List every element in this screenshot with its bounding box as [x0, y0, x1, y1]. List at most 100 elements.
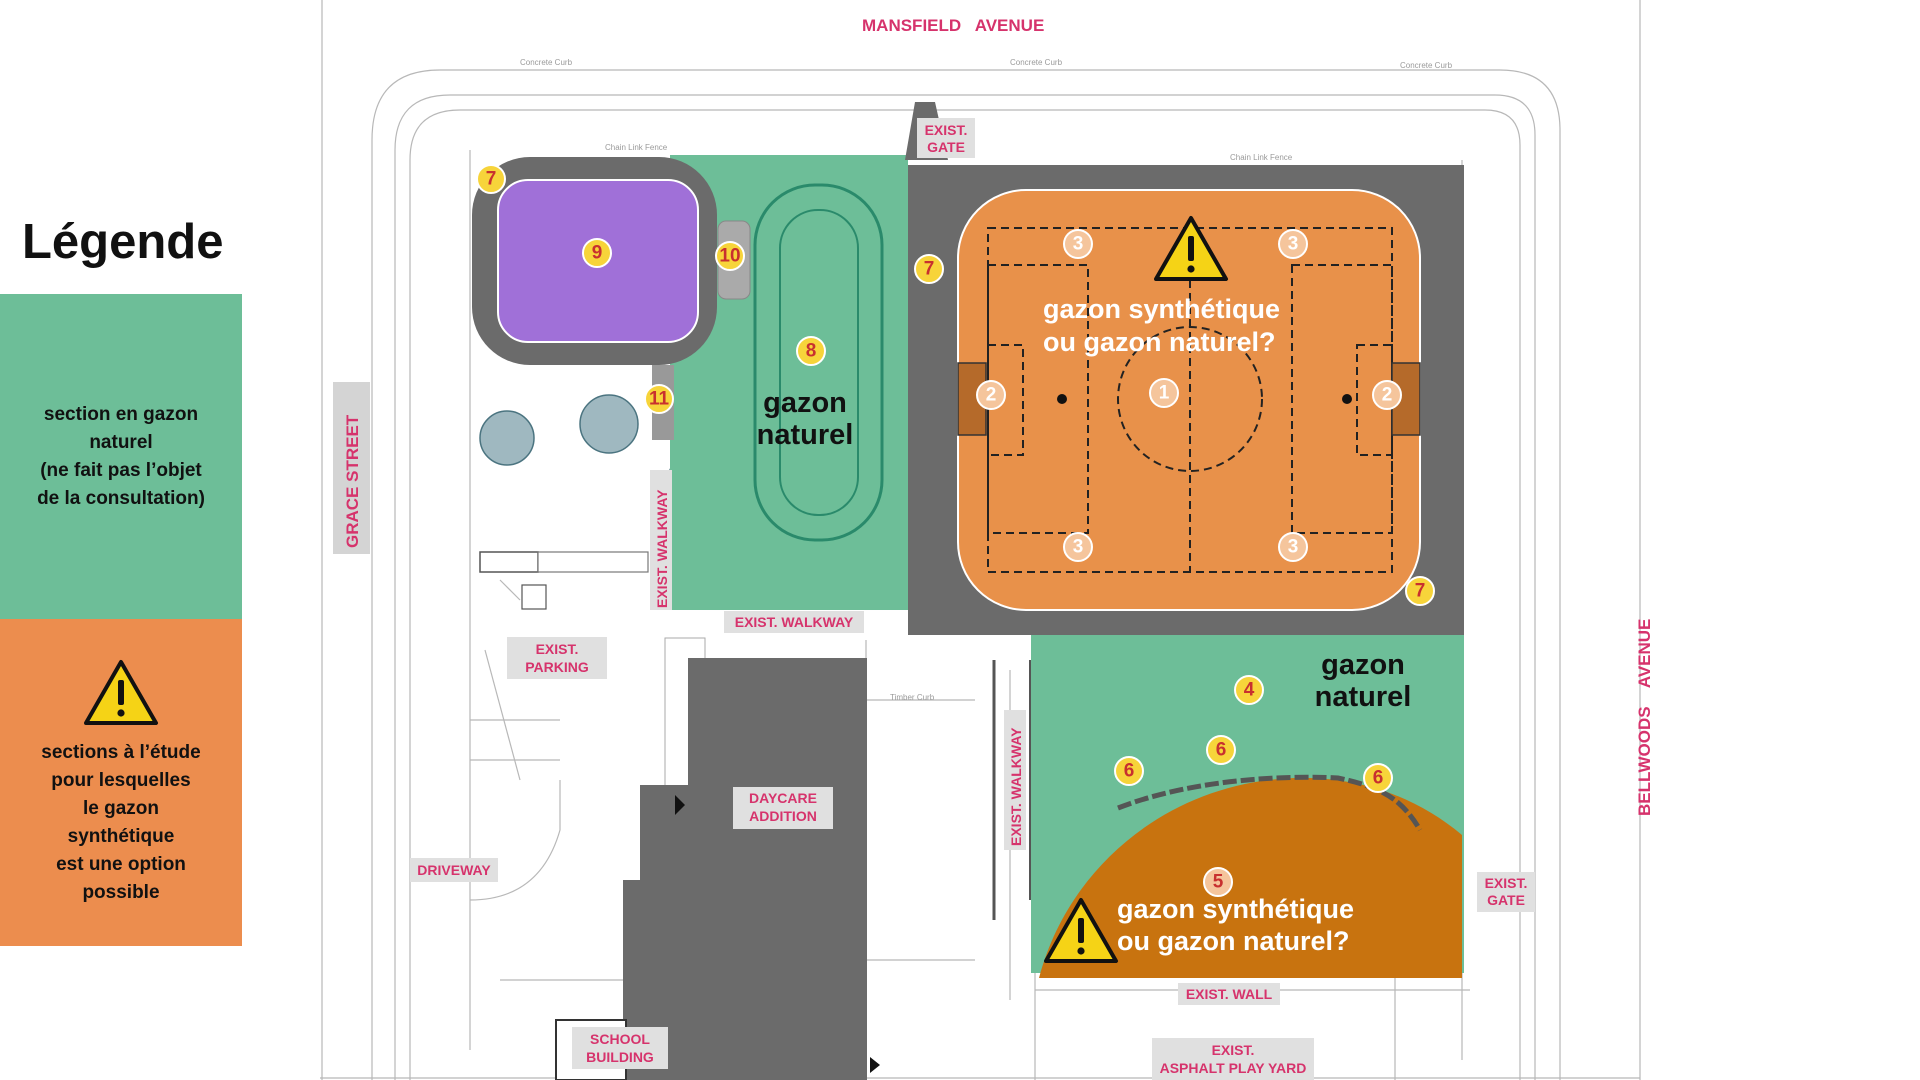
svg-text:7: 7: [924, 259, 935, 280]
ball-question-line2: ou gazon naturel?: [1117, 926, 1350, 956]
svg-text:EXIST.: EXIST.: [536, 641, 579, 657]
marker-2: 2: [1372, 380, 1402, 410]
svg-text:EXIST. WALL: EXIST. WALL: [1186, 986, 1273, 1002]
sign-school: SCHOOL BUILDING: [572, 1027, 668, 1069]
marker-7: 7: [914, 254, 944, 284]
legend-natural-label: section en gazon naturel (ne fait pas l’…: [37, 403, 205, 509]
svg-text:6: 6: [1373, 768, 1384, 789]
asphalt-field-corner: [908, 610, 1031, 635]
penalty-spot-west: [1057, 394, 1067, 404]
parking-hatch: [479, 551, 539, 573]
svg-text:ADDITION: ADDITION: [749, 808, 817, 824]
parking-bar: [537, 551, 649, 573]
svg-text:PARKING: PARKING: [525, 659, 589, 675]
svg-text:EXIST.: EXIST.: [1485, 875, 1528, 891]
warning-icon: [84, 659, 158, 725]
svg-text:EXIST. WALKWAY: EXIST. WALKWAY: [735, 614, 854, 630]
marker-1: 1: [1149, 378, 1179, 408]
marker-6: 6: [1206, 735, 1236, 765]
sign-exist-walkway-mid: EXIST. WALKWAY: [1004, 710, 1026, 850]
svg-text:EXIST. WALKWAY: EXIST. WALKWAY: [654, 489, 670, 608]
svg-text:7: 7: [486, 169, 497, 190]
svg-text:2: 2: [986, 385, 997, 406]
marker-7: 7: [1405, 576, 1435, 606]
natural-turf-label-1-line1: gazon: [763, 387, 847, 419]
sign-exist-walkway-horizontal: EXIST. WALKWAY: [724, 611, 864, 633]
marker-7: 7: [476, 164, 506, 194]
marker-3: 3: [1063, 532, 1093, 562]
marker-3: 3: [1063, 229, 1093, 259]
svg-text:11: 11: [649, 389, 670, 410]
legend-title: Légende: [22, 215, 224, 269]
sign-driveway: DRIVEWAY: [410, 858, 498, 882]
svg-text:Chain Link Fence: Chain Link Fence: [605, 143, 668, 152]
svg-text:GATE: GATE: [1487, 892, 1525, 908]
svg-text:Concrete Curb: Concrete Curb: [520, 58, 573, 67]
svg-text:EXIST.: EXIST.: [1212, 1042, 1255, 1058]
svg-text:5: 5: [1213, 872, 1224, 893]
svg-text:3: 3: [1288, 537, 1299, 558]
svg-text:ASPHALT PLAY YARD: ASPHALT PLAY YARD: [1160, 1060, 1307, 1076]
svg-text:6: 6: [1124, 761, 1135, 782]
marker-8: 8: [796, 336, 826, 366]
field-question-line2: ou gazon naturel?: [1043, 327, 1276, 357]
street-west-plate: [333, 382, 370, 554]
svg-text:Chain Link Fence: Chain Link Fence: [1230, 153, 1293, 162]
svg-text:3: 3: [1073, 537, 1084, 558]
svg-text:10: 10: [719, 246, 740, 267]
marker-3: 3: [1278, 229, 1308, 259]
sign-exist-walkway-left: EXIST. WALKWAY: [650, 470, 672, 610]
marker-11: 11: [644, 384, 674, 414]
natural-turf-label-2-line2: naturel: [1315, 681, 1412, 713]
svg-text:EXIST. WALKWAY: EXIST. WALKWAY: [1008, 727, 1024, 846]
sign-exist-wall: EXIST. WALL: [1178, 983, 1280, 1005]
legend-natural-turf: section en gazon naturel (ne fait pas l’…: [0, 294, 242, 619]
marker-6: 6: [1363, 763, 1393, 793]
legend-study-label: sections à l’étude pour lesquelles le ga…: [41, 741, 201, 903]
legend-study-sections: sections à l’étude pour lesquelles le ga…: [0, 619, 242, 946]
svg-text:2: 2: [1382, 385, 1393, 406]
svg-text:6: 6: [1216, 740, 1227, 761]
svg-text:BUILDING: BUILDING: [586, 1049, 654, 1065]
school-building: [623, 658, 867, 1080]
svg-text:DAYCARE: DAYCARE: [749, 790, 817, 806]
sign-daycare: DAYCARE ADDITION: [733, 787, 833, 829]
svg-text:EXIST.: EXIST.: [925, 122, 968, 138]
svg-text:Timber Curb: Timber Curb: [890, 693, 935, 702]
sign-exist-parking: EXIST. PARKING: [507, 637, 607, 679]
field-question-line1: gazon synthétique: [1043, 294, 1280, 324]
marker-9: 9: [582, 238, 612, 268]
marker-6: 6: [1114, 756, 1144, 786]
svg-text:1: 1: [1159, 383, 1170, 404]
school-entrance-marker: [675, 795, 685, 815]
marker-4: 4: [1234, 675, 1264, 705]
svg-text:8: 8: [806, 341, 817, 362]
marker-3: 3: [1278, 532, 1308, 562]
running-track-outer: [753, 183, 884, 542]
svg-text:9: 9: [592, 243, 603, 264]
marker-5: 5: [1203, 867, 1233, 897]
base-drawing: Concrete Curb Concrete Curb Concrete Cur…: [320, 0, 1641, 1080]
svg-text:4: 4: [1244, 680, 1255, 701]
marker-2: 2: [976, 380, 1006, 410]
street-north: MANSFIELD AVENUE: [862, 16, 1044, 35]
svg-text:GATE: GATE: [927, 139, 965, 155]
svg-text:Concrete Curb: Concrete Curb: [1400, 61, 1453, 70]
sign-exist-gate-right: EXIST. GATE: [1477, 872, 1535, 912]
school-exit-marker: [870, 1057, 880, 1073]
ball-question-line1: gazon synthétique: [1117, 894, 1354, 924]
street-west: GRACE STREET: [343, 414, 362, 548]
sign-exist-gate-top: EXIST. GATE: [917, 118, 975, 158]
marker-10: 10: [715, 241, 745, 271]
svg-text:Concrete Curb: Concrete Curb: [1010, 58, 1063, 67]
natural-turf-label-2-line1: gazon: [1321, 649, 1405, 681]
svg-text:7: 7: [1415, 581, 1426, 602]
natural-turf-label-1-line2: naturel: [757, 419, 854, 451]
sign-asphalt-play-yard: EXIST. ASPHALT PLAY YARD: [1152, 1038, 1314, 1080]
penalty-spot-east: [1342, 394, 1352, 404]
street-east: BELLWOODS AVENUE: [1635, 619, 1654, 816]
ball-diamond-fence: [1117, 774, 1423, 832]
svg-text:SCHOOL: SCHOOL: [590, 1031, 650, 1047]
ball-diamond: [1039, 777, 1462, 978]
